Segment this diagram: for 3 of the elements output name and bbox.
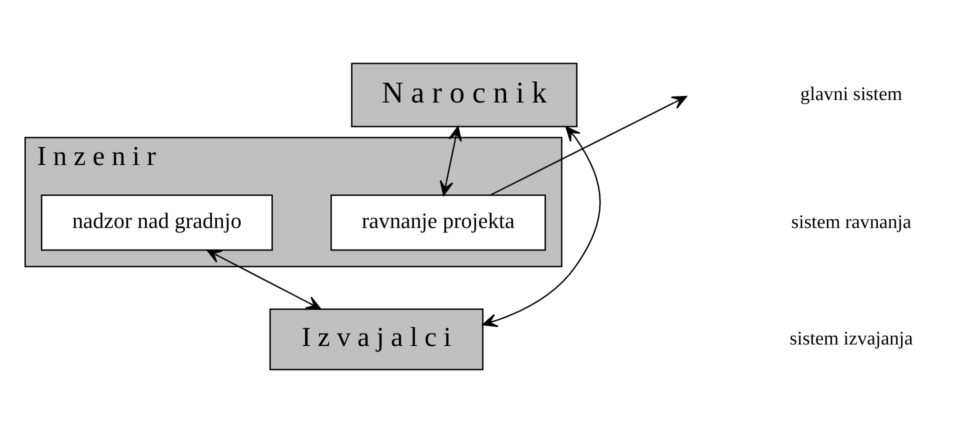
label: glavni sistem <box>800 84 902 105</box>
label: sistem izvajanja <box>790 328 913 349</box>
label: sistem ravnanja <box>791 211 912 232</box>
